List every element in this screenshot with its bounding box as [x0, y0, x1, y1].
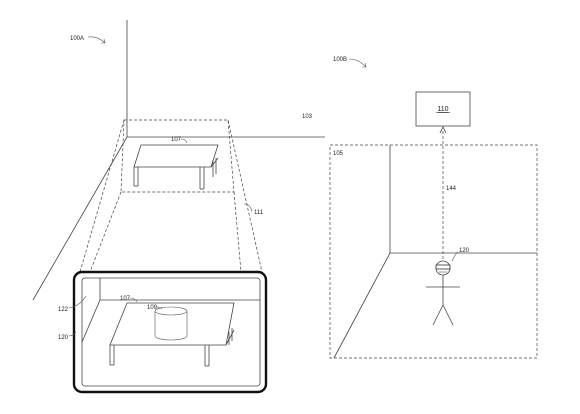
link-arrowhead — [439, 126, 447, 134]
figure-100a: 100A 103 107 111 — [32, 20, 325, 394]
frustum-label-leader — [243, 203, 253, 213]
device-label-leader — [68, 331, 77, 337]
virtual-object — [154, 306, 188, 341]
frustum-line — [89, 191, 122, 273]
screen-table-edge — [225, 329, 235, 346]
user-label: 120 — [459, 248, 470, 254]
screen-label-leader — [68, 295, 87, 309]
screen-table-label-leader — [129, 297, 138, 303]
frustum-line — [227, 119, 263, 273]
user-figure — [426, 260, 460, 326]
figure-a-ref-arrowhead — [101, 38, 106, 44]
link-label: 144 — [446, 186, 457, 192]
frustum-label: 111 — [254, 210, 264, 216]
screen-floor-side-line — [81, 299, 101, 343]
user-leg — [432, 304, 444, 326]
device-label: 120 — [58, 335, 69, 341]
virtual-object-label: 109 — [147, 305, 158, 311]
user-label-leader — [451, 251, 459, 262]
screen-label: 122 — [58, 307, 69, 313]
frustum-line — [79, 119, 125, 273]
plane-label: 103 — [302, 114, 313, 120]
virtual-object-label-leader — [156, 306, 163, 310]
device-box-label: 110 — [437, 106, 448, 113]
screen-table-top — [109, 302, 235, 346]
room-label: 105 — [333, 151, 344, 157]
figure-a-ref-arrow — [87, 36, 106, 44]
table-in-room — [133, 144, 219, 190]
cylinder-bottom — [154, 335, 188, 341]
table-top — [133, 144, 219, 168]
device-screen — [81, 277, 261, 387]
table-edge — [210, 157, 219, 168]
room-boundary — [329, 144, 538, 359]
figure-b-ref-label: 100B — [333, 57, 347, 63]
table-label: 107 — [171, 137, 182, 143]
device-outer-frame — [72, 270, 268, 394]
figure-a-ref-label: 100A — [70, 36, 84, 42]
device-display — [72, 270, 268, 394]
frustum-line — [233, 191, 242, 273]
device-box — [415, 91, 471, 127]
table-label-leader — [180, 138, 188, 144]
figure-100b: 100B 110 105 144 120 — [329, 57, 538, 359]
room-floor-side-line — [333, 252, 391, 359]
screen-table-label: 107 — [120, 296, 131, 302]
floor-side-line — [32, 136, 128, 301]
headset-icon — [435, 264, 451, 270]
user-leg — [442, 304, 454, 326]
figure-b-ref-arrowhead — [362, 62, 367, 68]
figure-b-ref-arrow — [348, 58, 367, 68]
